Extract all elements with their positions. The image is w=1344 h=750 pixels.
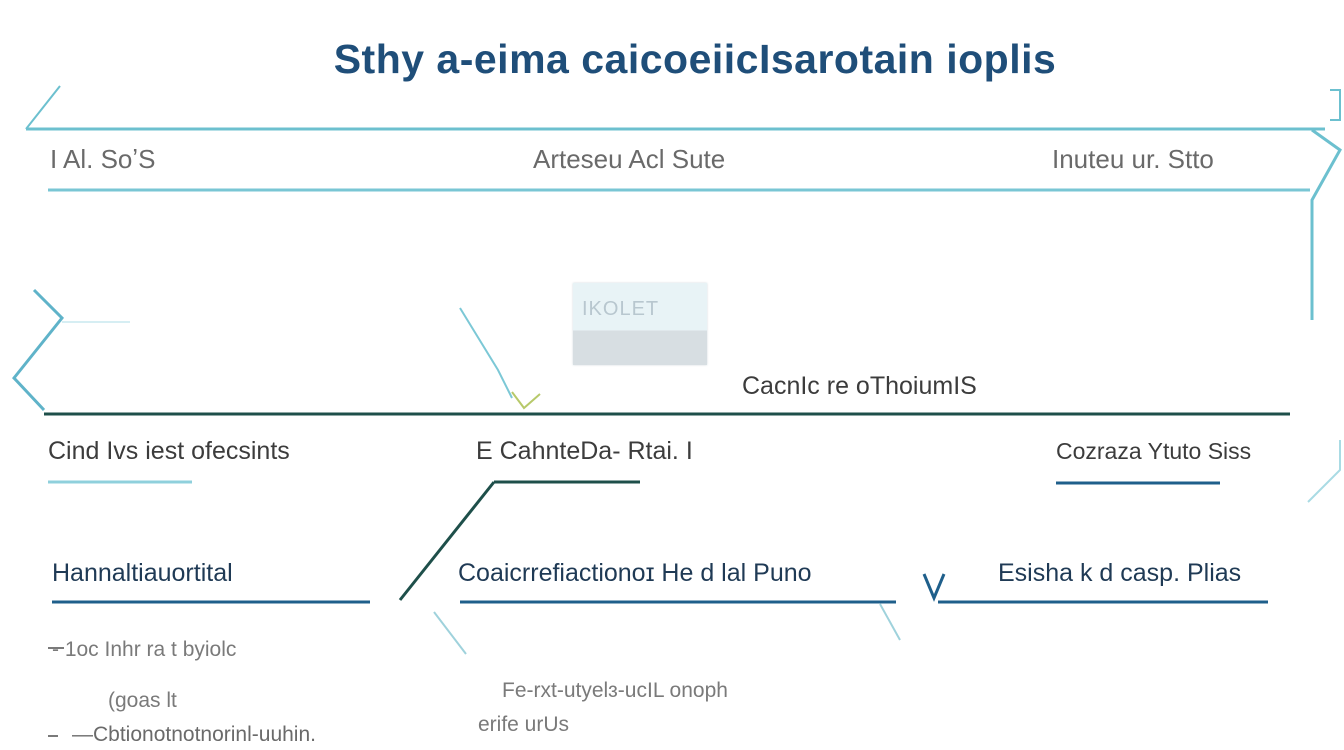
note-line-2: (goas lt xyxy=(108,689,177,712)
row2-left-node: Hannaltiauortital xyxy=(52,559,233,587)
row2-right-chevron xyxy=(922,573,946,602)
center-note-line-2: erife urUs xyxy=(478,713,570,736)
center-arrow-accent xyxy=(511,391,541,410)
note-line-3: —Cbtionotnotnorinl-uuhin. xyxy=(72,723,316,746)
header-left-label: I Al. SoʼS xyxy=(50,144,156,174)
row2-right-node: Esisha k d casp. Plias xyxy=(998,559,1242,587)
left-chevron-arrow xyxy=(12,288,65,412)
header-center-label: Arteseu Acl Sute xyxy=(533,144,726,174)
row2-left-tail xyxy=(433,611,467,655)
center-note-line-1: Fe-rxt-utyelɜ-ucIL onoph xyxy=(502,679,728,702)
row1-right-node: Cozraza Ytuto Siss xyxy=(1056,438,1252,464)
center-box-label: IKOLET xyxy=(582,298,660,320)
note-line-1: - 1oc Inhr ra t byiolc xyxy=(52,638,237,661)
right-vertical-connector xyxy=(1310,128,1342,320)
header-left-arrow xyxy=(25,85,61,130)
diagram-title: Sthy a-eima caicoeiicIsarotain ioplis xyxy=(333,36,1057,82)
row2-center-tail xyxy=(879,603,901,641)
right-top-bracket xyxy=(1330,89,1341,121)
row2-center-node: Coaicrrefiactionoɪ He d lal Puno xyxy=(458,559,812,587)
row1-center-node: E CahnteDa- Rtai. I xyxy=(476,437,693,465)
row1-right-arrow xyxy=(1307,440,1341,503)
diagonal-connector xyxy=(398,481,496,601)
center-placeholder-box xyxy=(573,283,707,365)
header-right-label: Inuteu ur. Stto xyxy=(1052,144,1214,174)
center-arrow xyxy=(459,307,513,399)
center-box-caption: CacnIc re oThoiumIS xyxy=(742,372,977,400)
row1-left-node: Cind Ivs iest ofecsints xyxy=(48,437,290,465)
